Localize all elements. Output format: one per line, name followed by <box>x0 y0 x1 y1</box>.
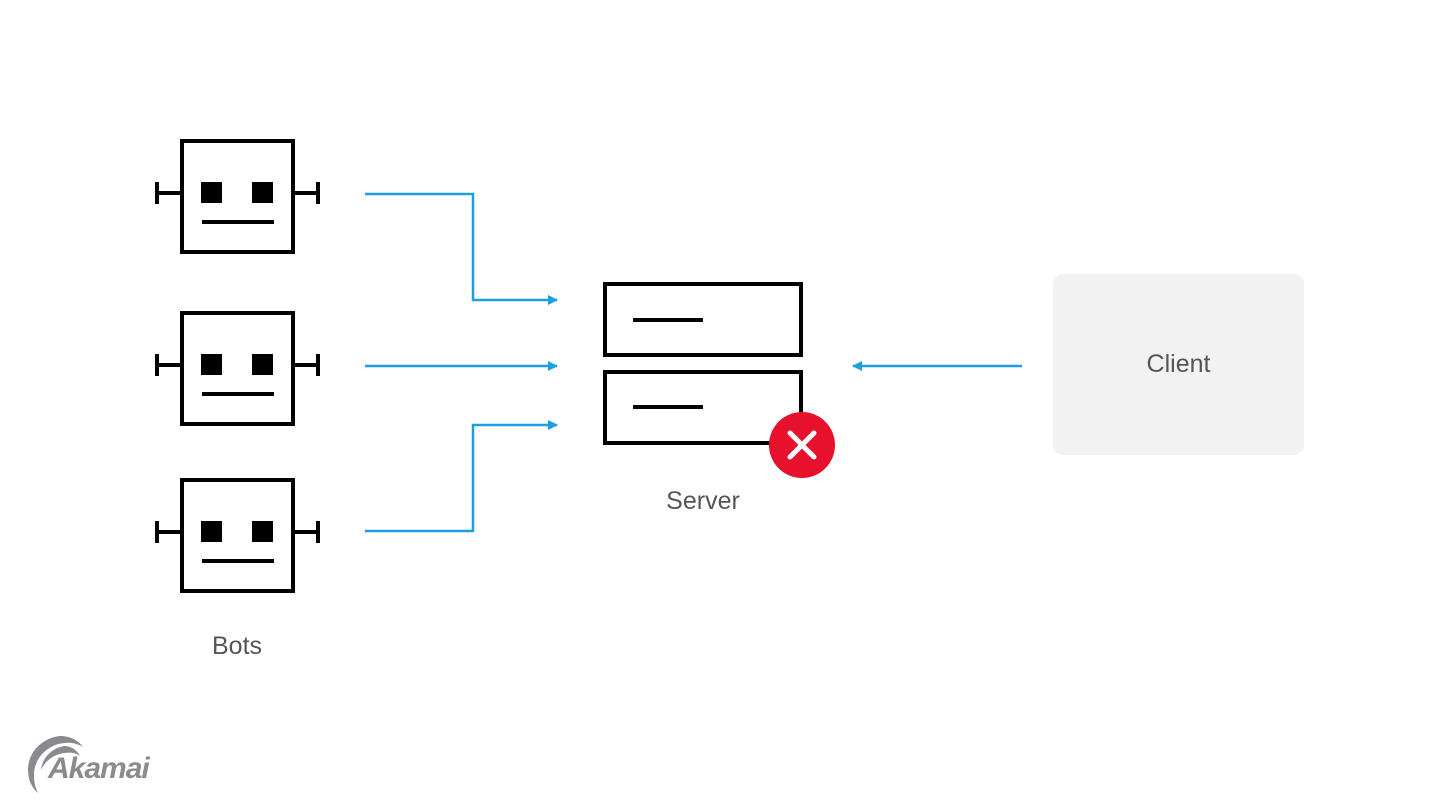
akamai-logo <box>28 736 83 793</box>
akamai-logo-text: Akamai <box>48 752 150 785</box>
server-icon <box>603 282 803 445</box>
client-label: Client <box>1146 350 1211 378</box>
robot-icon-3 <box>155 478 320 593</box>
server-label: Server <box>666 487 740 515</box>
robot-icon-2 <box>155 311 320 426</box>
client-box: Client <box>1053 274 1304 455</box>
error-x-icon <box>769 412 835 478</box>
arrow-bot-3-to-server <box>365 420 558 533</box>
robot-icon-1 <box>155 139 320 254</box>
bots-label: Bots <box>211 632 263 660</box>
arrow-bot-1-to-server <box>365 192 558 305</box>
